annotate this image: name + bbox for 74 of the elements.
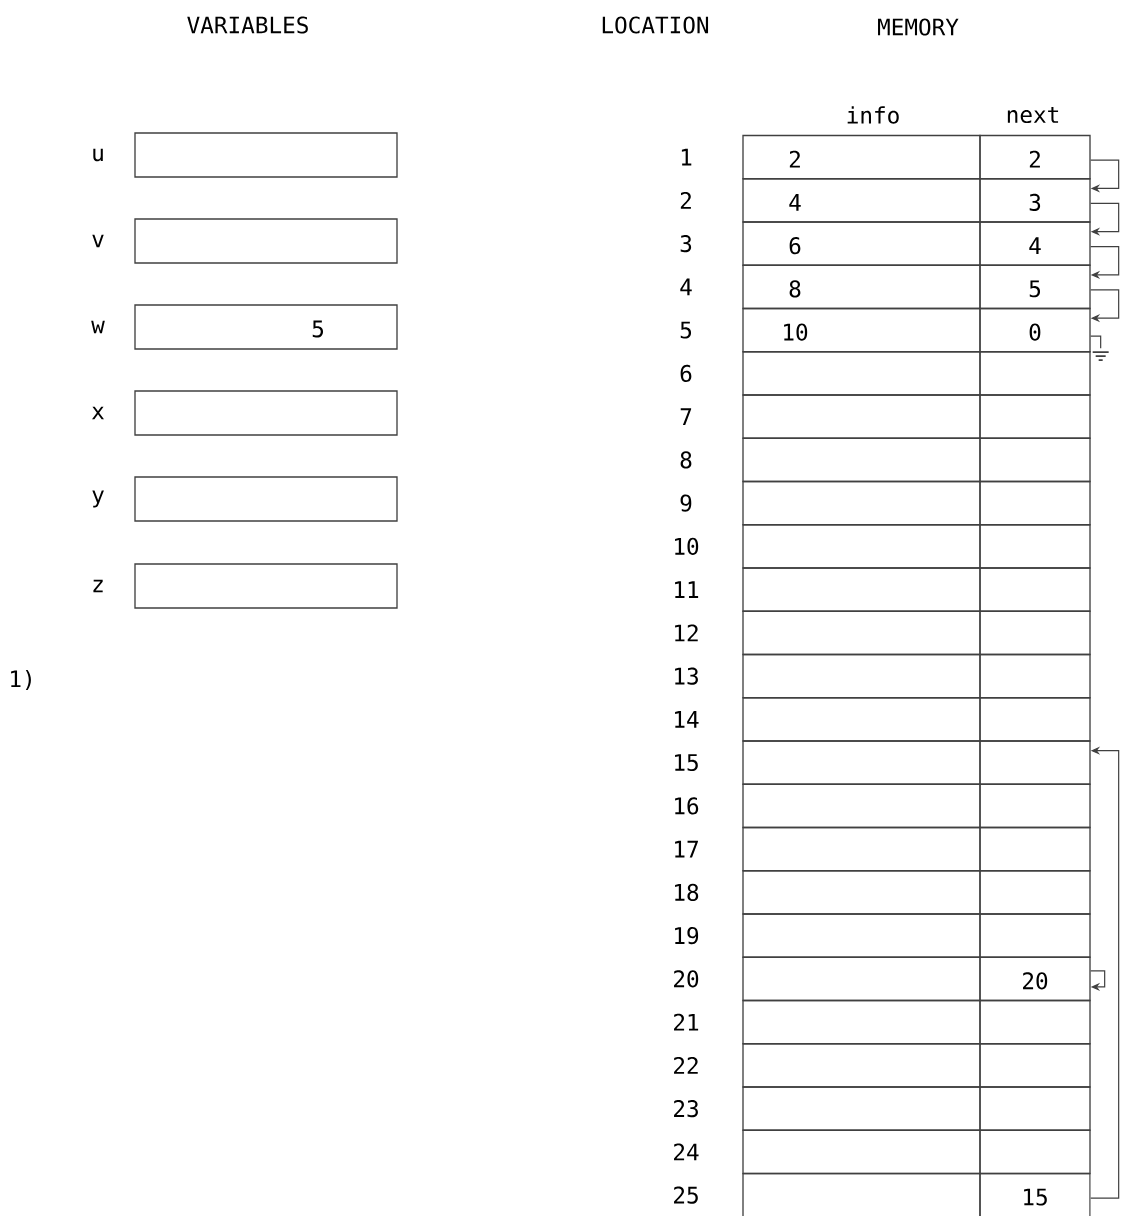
memory-cell: 2 bbox=[742, 134, 981, 180]
memory-cell bbox=[979, 524, 1091, 569]
memory-cell: 4 bbox=[742, 178, 981, 223]
location-number: 9 bbox=[680, 494, 692, 512]
memory-cell: 6 bbox=[742, 221, 981, 266]
location-number: 21 bbox=[674, 1013, 699, 1031]
location-number: 20 bbox=[674, 970, 699, 988]
memory-cell: 3 bbox=[979, 178, 1091, 223]
memory-cell: 5 bbox=[979, 264, 1091, 310]
column-header: info bbox=[847, 106, 899, 124]
location-number: 22 bbox=[674, 1056, 698, 1074]
variable-name: u bbox=[93, 148, 103, 162]
heading: MEMORY bbox=[878, 18, 959, 36]
location-number: 12 bbox=[675, 624, 698, 642]
memory-cell bbox=[979, 870, 1091, 915]
pointer-arrow bbox=[1090, 202, 1120, 236]
memory-cell: 20 bbox=[979, 956, 1091, 1002]
memory-cell bbox=[979, 480, 1091, 526]
variable-name: w bbox=[91, 320, 105, 334]
location-number: 2 bbox=[680, 191, 691, 209]
memory-cell bbox=[979, 351, 1091, 396]
location-number: 10 bbox=[675, 537, 699, 555]
variable-box: 5 bbox=[134, 304, 398, 350]
variable-name: x bbox=[92, 406, 104, 420]
memory-cell bbox=[979, 437, 1091, 483]
location-number: 8 bbox=[680, 451, 692, 469]
pointer-arrow bbox=[1090, 289, 1120, 323]
memory-cell bbox=[979, 1086, 1091, 1131]
heading: LOCATION bbox=[602, 16, 709, 34]
column-header: next bbox=[1007, 106, 1059, 124]
variable-name: y bbox=[92, 490, 104, 508]
location-number: 4 bbox=[680, 278, 692, 296]
location-number: 13 bbox=[675, 667, 698, 685]
location-number: 16 bbox=[675, 797, 699, 815]
null-pointer-line bbox=[1090, 335, 1102, 349]
memory-cell: 4 bbox=[979, 221, 1091, 266]
heading: VARIABLES bbox=[187, 16, 308, 34]
location-number: 19 bbox=[675, 927, 699, 945]
memory-cell bbox=[979, 653, 1091, 699]
memory-cell bbox=[979, 826, 1091, 872]
location-number: 1 bbox=[681, 148, 692, 166]
location-number: 3 bbox=[680, 235, 692, 253]
memory-cell bbox=[979, 610, 1091, 656]
variable-name: z bbox=[93, 579, 103, 593]
location-number: 14 bbox=[675, 711, 699, 728]
location-number: 5 bbox=[680, 321, 691, 339]
pointer-arrow bbox=[1090, 246, 1120, 279]
location-number: 6 bbox=[680, 364, 692, 382]
variable-name: v bbox=[92, 234, 104, 248]
location-number: 25 bbox=[674, 1186, 698, 1204]
location-number: 7 bbox=[680, 408, 692, 425]
memory-cell: 8 bbox=[742, 264, 981, 310]
location-number: 18 bbox=[675, 883, 699, 901]
location-number: 15 bbox=[675, 754, 698, 772]
pointer-arrow bbox=[1090, 970, 1106, 991]
memory-cell bbox=[979, 1129, 1091, 1175]
location-number: 11 bbox=[675, 581, 699, 598]
panel-number: 1) bbox=[11, 669, 31, 691]
memory-cell: 10 bbox=[742, 307, 981, 353]
memory-cell bbox=[979, 740, 1091, 785]
memory-cell bbox=[979, 783, 1091, 829]
memory-cell bbox=[979, 1043, 1091, 1088]
memory-cell bbox=[979, 913, 1091, 958]
memory-cell bbox=[979, 697, 1091, 742]
memory-cell: 2 bbox=[979, 134, 1091, 180]
memory-cell: 0 bbox=[979, 307, 1091, 353]
location-number: 17 bbox=[675, 840, 698, 858]
memory-cell bbox=[979, 999, 1091, 1045]
memory-cell: 15 bbox=[979, 1172, 1091, 1216]
location-number: 23 bbox=[674, 1100, 698, 1118]
memory-cell bbox=[979, 567, 1091, 612]
pointer-arrow bbox=[1090, 159, 1120, 193]
memory-cell bbox=[979, 394, 1091, 439]
location-number: 24 bbox=[674, 1143, 699, 1161]
